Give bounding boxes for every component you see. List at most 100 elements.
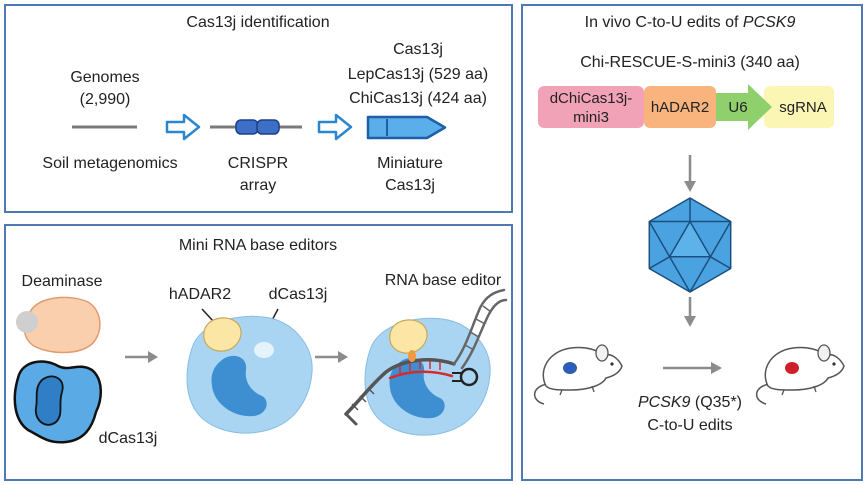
hadar2-domain-icon <box>389 319 428 354</box>
rna-stem-rungs <box>464 305 492 351</box>
dcas13j-label-left: dCas13j <box>99 430 158 447</box>
dchicas13j-label: dChiCas13j- <box>550 90 633 107</box>
mouse-tail <box>756 383 771 405</box>
u6-label: U6 <box>728 99 747 116</box>
mouse-icon <box>534 344 623 405</box>
dchicas13j-mini3-block <box>538 86 644 128</box>
u6-promoter-arrow-icon <box>716 84 772 130</box>
tail-rung <box>367 387 375 395</box>
rna-stem-left <box>452 288 506 366</box>
crispr-array-icon <box>210 119 302 135</box>
mouse-eye <box>610 362 614 366</box>
rna-base-editor-icon <box>344 288 508 436</box>
stem-rung <box>475 318 486 325</box>
panel-title-gene: PCSK9 <box>743 14 796 31</box>
cas13j-label: Cas13j <box>393 41 443 58</box>
edge <box>648 221 671 258</box>
base-pair-rungs <box>399 361 441 374</box>
hadar2-block-label: hADAR2 <box>651 99 709 116</box>
mouse-foot <box>591 385 595 393</box>
capsid-face <box>668 220 712 258</box>
aav-capsid-icon <box>648 197 732 293</box>
liver-edited-icon <box>785 362 799 374</box>
editor-core <box>211 355 267 417</box>
deaminase-protein-icon <box>23 296 101 354</box>
arrow-head <box>338 351 348 363</box>
mouse-ear <box>595 344 609 362</box>
deaminase-label: Deaminase <box>22 273 103 290</box>
mouse-foot <box>559 389 563 396</box>
construct-name: Chi-RESCUE-S-mini3 (340 aa) <box>580 54 800 71</box>
arrow-head <box>711 362 722 374</box>
gene-arrow-icon <box>366 115 447 140</box>
sgrna-block-label: sgRNA <box>779 99 827 116</box>
mouse-eye <box>832 362 836 366</box>
panel-title-prefix: In vivo C-to-U edits of <box>585 14 743 31</box>
edge <box>668 256 691 293</box>
hollow-arrow-icon <box>165 113 201 141</box>
panel-title: Cas13j identification <box>186 14 329 31</box>
tail-rung <box>359 395 367 403</box>
rna-stem-right <box>460 298 508 370</box>
genomes-label: Genomes <box>70 69 139 86</box>
panel-title: In vivo C-to-U edits of PCSK9 <box>585 14 796 31</box>
gray-arrow-icon <box>125 351 158 363</box>
mouse-ear <box>817 344 831 362</box>
mini3-label: mini3 <box>573 109 609 126</box>
hadar2-label: hADAR2 <box>169 286 231 303</box>
stem-rung <box>464 344 475 351</box>
rna-tail-rungs <box>351 387 375 411</box>
panel-border <box>4 4 513 213</box>
arrow-head <box>684 316 696 327</box>
editing-site-icon <box>408 350 416 362</box>
edit-gene: PCSK9 <box>638 394 691 411</box>
lepcas13j-label: LepCas13j (529 aa) <box>348 66 489 83</box>
edge <box>710 256 732 270</box>
hadar2-leader-line <box>201 308 215 323</box>
gray-arrow-icon <box>663 362 722 374</box>
editor-protein <box>364 317 491 436</box>
mouse-foot <box>781 389 785 396</box>
zinc-ion-icon <box>16 311 38 333</box>
miniature-label: Miniature <box>377 155 443 172</box>
gray-down-arrow-icon <box>684 297 696 327</box>
rna-tail <box>344 412 358 426</box>
gray-arrow-icon <box>315 351 348 363</box>
dcas13j-core-icon <box>34 375 64 426</box>
hairpin-loop-icon <box>459 367 479 387</box>
arrow-head <box>684 181 696 192</box>
capsid-edges <box>648 198 732 293</box>
rna-base-editor-label: RNA base editor <box>385 272 502 289</box>
liver-unedited-icon <box>563 362 577 374</box>
construct-map: dChiCas13j- mini3 hADAR2 sgRNA U6 <box>538 84 834 130</box>
crispr-repeat-1 <box>235 119 259 135</box>
guide-rna-strand <box>388 370 454 380</box>
mouse-foot <box>813 385 817 393</box>
crispr-repeat-2 <box>256 119 280 135</box>
gray-down-arrow-icon <box>684 155 696 192</box>
target-rna-strand <box>344 358 456 416</box>
stem-rung <box>469 331 480 338</box>
mini-editor-protein-icon <box>186 315 313 434</box>
mouse-icon <box>756 344 845 405</box>
stem-rung <box>482 305 492 313</box>
edit-type-label: C-to-U edits <box>647 417 732 434</box>
tail-rung <box>351 403 359 411</box>
edge <box>709 221 732 258</box>
soil-metagenomics-label: Soil metagenomics <box>42 155 177 172</box>
chicas13j-label: ChiCas13j (424 aa) <box>349 90 487 107</box>
sgrna-block <box>764 86 834 128</box>
panel-in-vivo-edits: In vivo C-to-U edits of PCSK9 Chi-RESCUE… <box>521 4 863 481</box>
hadar2-domain-icon <box>203 317 242 352</box>
editor-highlight <box>254 342 274 358</box>
dcas13j-label-mid: dCas13j <box>269 286 328 303</box>
miniature-cas13j-label: Cas13j <box>385 177 435 194</box>
edit-target-label: PCSK9 (Q35*) <box>638 394 742 411</box>
panel-cas13j-identification: Cas13j identification Genomes (2,990) So… <box>4 4 513 213</box>
array-label: array <box>240 177 276 194</box>
panel-title: Mini RNA base editors <box>179 237 337 254</box>
arrow-head <box>148 351 158 363</box>
gene-arrow-body <box>366 115 447 140</box>
hadar2-block <box>644 86 716 128</box>
